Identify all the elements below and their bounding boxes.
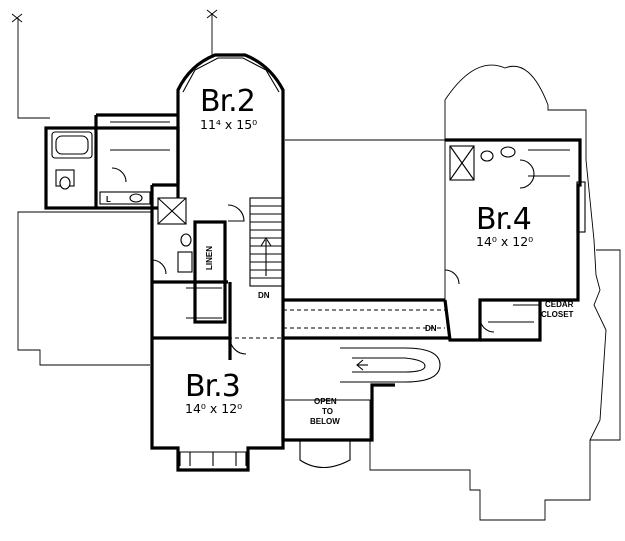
room-label-br2: Br.2 11⁴ x 15⁰ [200,84,257,132]
dn-label-curved-stair: DN [425,324,437,333]
open-label-line3: BELOW [310,417,340,426]
cedar-closet-label: CEDAR CLOSET [513,300,574,319]
linen-closet-mark: L [106,195,111,204]
linen-label: LINEN [205,246,214,270]
walls [44,53,582,472]
open-to-below-label: OPEN TO BELOW [310,397,340,426]
room-name-br3: Br.3 [185,369,240,404]
room-name-br4: Br.4 [476,202,531,237]
cedar-label-line2: CLOSET [541,310,574,319]
room-dim-br4: 14⁰ x 12⁰ [476,234,533,249]
roof-outlines [11,9,621,521]
fixtures [51,131,516,273]
room-name-br2: Br.2 [200,84,255,119]
room-dim-br2: 11⁴ x 15⁰ [200,117,257,132]
open-label-line1: OPEN [314,397,337,406]
open-label-line2: TO [322,407,333,416]
room-label-br4: Br.4 14⁰ x 12⁰ [476,202,533,249]
dn-label-main-stair: DN [258,291,270,300]
room-label-br3: Br.3 14⁰ x 12⁰ [185,369,242,416]
cedar-label-line1: CEDAR [545,300,574,309]
room-dim-br3: 14⁰ x 12⁰ [185,401,242,416]
closet-ticks [110,121,570,323]
interior-details [110,57,586,469]
